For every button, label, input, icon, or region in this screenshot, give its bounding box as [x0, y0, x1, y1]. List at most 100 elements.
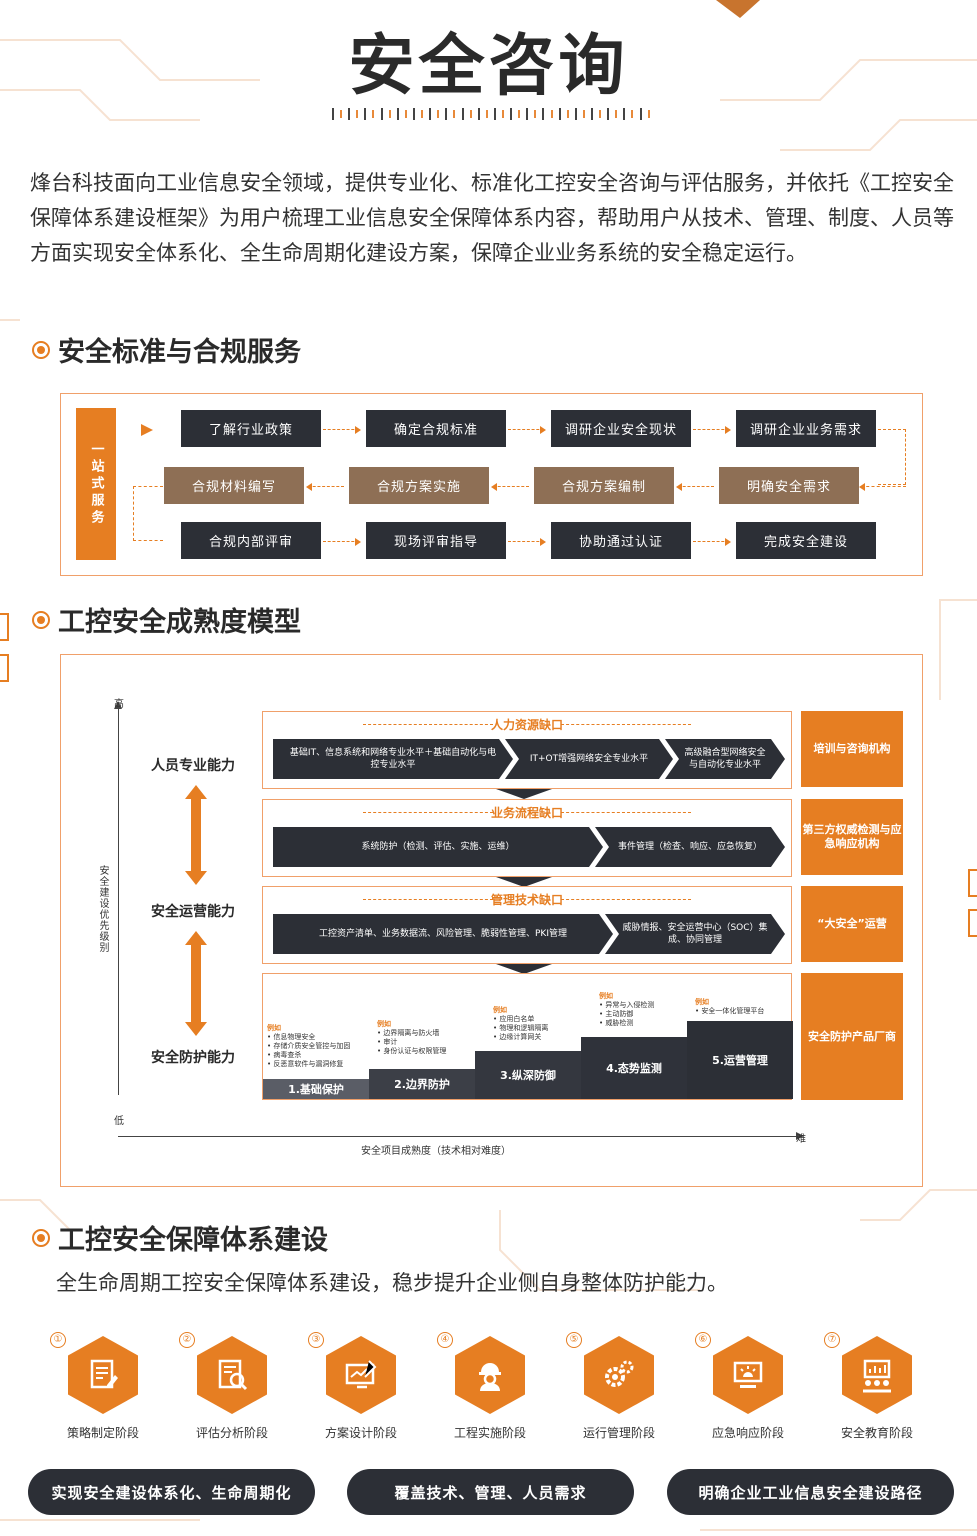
- section-heading-compliance: 安全标准与合规服务: [32, 330, 301, 369]
- stair-level: 5.运营管理: [687, 1021, 793, 1099]
- gears-icon: [584, 1336, 654, 1414]
- flow-step: 了解行业政策: [181, 410, 321, 447]
- flow-down-arrow: [496, 789, 552, 799]
- stair-examples: 例如 • 应用白名单 • 物理和逻辑隔离 • 边缘计算网关: [493, 1006, 549, 1041]
- gap-panel-process: 业务流程缺口 系统防护（检测、评估、实施、运维） 事件管理（检查、响应、应急恢复…: [262, 799, 792, 877]
- flow-down-arrow: [496, 877, 552, 887]
- flow-arrow: [306, 483, 344, 491]
- gap-title: 业务流程缺口: [263, 804, 791, 821]
- stage-item: ③ 方案设计阶段: [306, 1332, 416, 1441]
- provider-tag: “大安全”运营: [801, 886, 903, 962]
- capability-label: 人员专业能力: [151, 758, 235, 774]
- gap-item: 事件管理（检查、响应、应急恢复）: [595, 827, 785, 867]
- stage-item: ⑤ 运行管理阶段: [564, 1332, 674, 1441]
- summary-pill: 覆盖技术、管理、人员需求: [347, 1469, 634, 1515]
- section-heading-text: 工控安全成熟度模型: [58, 607, 301, 638]
- section-subtitle: 全生命周期工控安全保障体系建设，稳步提升企业侧自身整体防护能力。: [56, 1271, 728, 1295]
- flow-step: 合规材料编写: [164, 467, 304, 504]
- gap-item: 基础IT、信息系统和网络专业水平＋基础自动化与电控专业水平: [273, 739, 513, 779]
- y-axis-high: 高: [114, 699, 124, 710]
- flow-step: 确定合规标准: [366, 410, 506, 447]
- stage-item: ⑦ 安全教育阶段: [822, 1332, 932, 1441]
- y-axis: [114, 701, 122, 1095]
- flow-arrow: [508, 538, 546, 546]
- flow-step: 合规方案编制: [534, 467, 674, 504]
- flow-connector: [878, 429, 906, 485]
- stage-item: ② 评估分析阶段: [177, 1332, 287, 1441]
- y-axis-low: 低: [114, 1116, 124, 1127]
- flow-step: 合规内部评审: [181, 522, 321, 559]
- page-title: 安全咨询: [348, 27, 629, 104]
- start-arrow-icon: [141, 424, 153, 436]
- double-arrow-icon: [185, 931, 207, 1036]
- design-board-icon: [326, 1336, 396, 1414]
- summary-pill: 实现安全建设体系化、生命周期化: [28, 1469, 315, 1515]
- training-icon: [842, 1336, 912, 1414]
- bullet-dot-icon: [32, 1228, 50, 1247]
- flow-arrow: [693, 426, 731, 434]
- summary-pill: 明确企业工业信息安全建设路径: [667, 1469, 954, 1515]
- stage-item: ① 策略制定阶段: [48, 1332, 158, 1441]
- gap-panel-management: 管理技术缺口 工控资产清单、业务数据流、风险管理、脆弱性管理、PKI管理 威胁情…: [262, 886, 792, 964]
- stair-level: 1.基础保护: [263, 1079, 369, 1099]
- capability-label: 安全防护能力: [151, 1050, 235, 1066]
- flow-step: 现场评审指导: [366, 522, 506, 559]
- stage-item: ⑥ 应急响应阶段: [693, 1332, 803, 1441]
- intro-paragraph: 烽台科技面向工业信息安全领域，提供专业化、标准化工控安全咨询与评估服务，并依托《…: [30, 171, 954, 265]
- gap-item: IT+OT增强网络安全专业水平: [505, 739, 673, 779]
- magnifier-report-icon: [197, 1336, 267, 1414]
- one-stop-service-label: 一站式服务: [76, 408, 116, 560]
- flow-arrow: [693, 538, 731, 546]
- maturity-model-diagram: 高 低 安全建设优先级别 难 安全项目成熟度（技术相对难度） 人员专业能力 安全…: [60, 654, 923, 1187]
- x-axis-end: 难: [796, 1134, 806, 1145]
- section-heading-maturity: 工控安全成熟度模型: [32, 600, 301, 639]
- flow-arrow: [859, 483, 906, 491]
- gap-panel-hr: 人力资源缺口 基础IT、信息系统和网络专业水平＋基础自动化与电控专业水平 IT+…: [262, 711, 792, 789]
- provider-tag: 安全防护产品厂商: [801, 973, 903, 1100]
- gap-item: 威胁情报、安全运营中心（SOC）集成、协同管理: [605, 914, 785, 954]
- document-icon: [68, 1336, 138, 1414]
- title-ruler-decoration: [332, 108, 650, 120]
- flow-step: 调研企业业务需求: [736, 410, 876, 447]
- flow-step: 完成安全建设: [736, 522, 876, 559]
- section-heading-system: 工控安全保障体系建设: [32, 1218, 328, 1257]
- capability-label: 安全运营能力: [151, 904, 235, 920]
- flow-arrow: [323, 426, 361, 434]
- stair-level: 3.纵深防御: [475, 1051, 581, 1099]
- alarm-monitor-icon: [713, 1336, 783, 1414]
- y-axis-label: 安全建设优先级别: [97, 865, 108, 953]
- section-heading-text: 安全标准与合规服务: [58, 337, 301, 368]
- gap-item: 工控资产清单、业务数据流、风险管理、脆弱性管理、PKI管理: [273, 914, 613, 954]
- stair-level: 2.边界防护: [369, 1069, 475, 1099]
- stair-examples: 例如 • 异常与入侵检测 • 主动防御 • 威胁检测: [599, 992, 655, 1027]
- compliance-flow-diagram: 一站式服务 了解行业政策 确定合规标准 调研企业安全现状 调研企业业务需求 合规…: [60, 393, 923, 576]
- bullet-dot-icon: [32, 610, 50, 629]
- gap-item: 高级融合型网络安全与自动化专业水平: [665, 739, 785, 779]
- flow-step: 调研企业安全现状: [551, 410, 691, 447]
- flow-arrow: [508, 426, 546, 434]
- stair-examples: 例如 • 信息物理安全 • 存储介质安全管控与加固 • 病毒查杀 • 反恶意软件…: [267, 1024, 351, 1068]
- double-arrow-icon: [185, 785, 207, 885]
- flow-step: 明确安全需求: [719, 467, 859, 504]
- flow-step: 合规方案实施: [349, 467, 489, 504]
- provider-tag: 第三方权威检测与应急响应机构: [801, 799, 903, 875]
- flow-arrow: [676, 483, 714, 491]
- maturity-stairs: 1.基础保护 2.边界防护 3.纵深防御 4.态势监测 5.运营管理 例如 • …: [262, 973, 793, 1100]
- x-axis-label: 安全项目成熟度（技术相对难度）: [361, 1146, 511, 1157]
- stage-item: ④ 工程实施阶段: [435, 1332, 545, 1441]
- flow-step: 协助通过认证: [551, 522, 691, 559]
- provider-tag: 培训与咨询机构: [801, 711, 903, 787]
- flow-arrow: [491, 483, 529, 491]
- x-axis: [118, 1132, 804, 1140]
- flow-connector: [133, 486, 163, 541]
- engineer-icon: [455, 1336, 525, 1414]
- gap-item: 系统防护（检测、评估、实施、运维）: [273, 827, 603, 867]
- gap-title: 管理技术缺口: [263, 891, 791, 908]
- flow-arrow: [323, 538, 361, 546]
- stair-examples: 例如 • 安全一体化管理平台: [695, 998, 765, 1015]
- section-heading-text: 工控安全保障体系建设: [58, 1225, 328, 1256]
- flow-down-arrow: [496, 964, 552, 974]
- stair-level: 4.态势监测: [581, 1037, 687, 1099]
- bullet-dot-icon: [32, 340, 50, 359]
- gap-title: 人力资源缺口: [263, 716, 791, 733]
